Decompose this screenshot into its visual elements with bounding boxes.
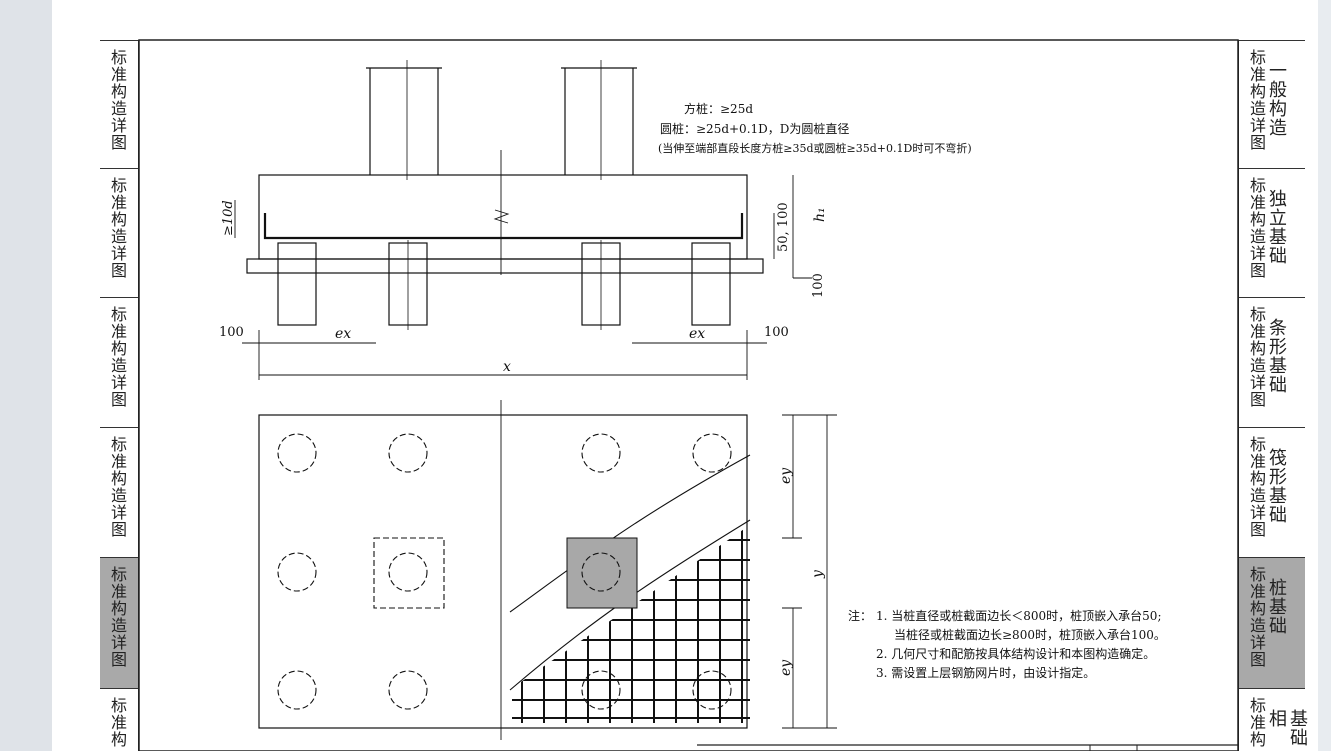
dim-ex-right-label: ex — [689, 326, 705, 342]
drawing-page: 标准构造详图 标准构造详图 标准构造详图 标准构造详图 标准构造详图 标准构 标… — [52, 0, 1318, 751]
note-line-2: 2. 几何尺寸和配筋按具体结构设计和本图构造确定。 — [876, 646, 1155, 661]
dim-ey-top-label: ey — [778, 467, 794, 484]
right-tab-main: 标准构 — [1247, 697, 1266, 748]
right-tab-main: 标准构造详图 — [1247, 436, 1266, 538]
anchor-label-round: 圆桩：≥25d+0.1D，D为圆桩直径 — [660, 121, 849, 136]
left-tab-label: 标准构造详图 — [108, 306, 127, 408]
dim-x-label: x — [503, 359, 511, 375]
dim-ey-bottom-label: ey — [778, 659, 794, 676]
left-tab-label: 标准构造详图 — [108, 436, 127, 538]
right-tab-strip[interactable]: 标准构造详图 条形基础 — [1238, 297, 1305, 427]
right-tab-related[interactable]: 标准构 基础相 — [1238, 688, 1308, 751]
dim-ex-left-label: ex — [335, 326, 351, 342]
plan-view — [258, 400, 837, 740]
left-gutter — [0, 0, 52, 751]
dim-100-vertical-label: 100 — [811, 273, 826, 298]
left-tab-label: 标准构造详图 — [108, 177, 127, 279]
right-tab-main: 标准构造详图 — [1247, 566, 1266, 668]
note-line-1: 1. 当桩直径或桩截面边长＜800时，桩顶嵌入承台50; — [876, 608, 1161, 623]
right-tab-main: 标准构造详图 — [1247, 177, 1266, 279]
anchor-label-note: (当伸至端部直段长度方桩≥35d或圆桩≥35d+0.1D时可不弯折) — [658, 141, 972, 155]
dim-h1-label: h₁ — [812, 207, 828, 222]
right-tab-main: 标准构造详图 — [1247, 306, 1266, 408]
dim-100-right-label: 100 — [764, 325, 789, 340]
right-tab-sub: 桩基础 — [1266, 578, 1287, 635]
right-gutter — [1318, 0, 1331, 751]
dim-100-left-label: 100 — [219, 325, 244, 340]
right-tab-sub: 一般构造 — [1266, 61, 1287, 137]
right-tab-main: 标准构造详图 — [1247, 49, 1266, 151]
left-tab-label: 标准构造详图 — [108, 566, 127, 668]
pile-cap-drawing: 方桩：≥25d 圆桩：≥25d+0.1D，D为圆桩直径 (当伸至端部直段长度方桩… — [138, 39, 1239, 751]
right-tab-pile[interactable]: 标准构造详图 桩基础 — [1238, 557, 1305, 688]
anchor-label-square: 方桩：≥25d — [684, 101, 753, 116]
right-tab-sub: 条形基础 — [1266, 318, 1287, 394]
left-tab-label: 标准构造详图 — [108, 49, 127, 151]
dim-50-100-label: 50, 100 — [776, 202, 791, 252]
right-tab-sub: 独立基础 — [1266, 189, 1287, 265]
note-line-3: 3. 需设置上层钢筋网片时，由设计指定。 — [876, 665, 1095, 680]
right-tab-sub: 筏形基础 — [1266, 448, 1287, 524]
note-line-1b: 当桩径或桩截面边长≥800时，桩顶嵌入承台100。 — [894, 627, 1166, 642]
right-tab-sub: 基础相 — [1266, 709, 1308, 747]
notes-prefix: 注： — [848, 608, 872, 623]
left-tab-label: 标准构 — [108, 697, 127, 748]
section-view — [234, 60, 812, 380]
dim-y-label: y — [810, 569, 826, 579]
drawing-frame — [138, 39, 1239, 751]
dim-10d-label: ≥10d — [221, 200, 236, 236]
